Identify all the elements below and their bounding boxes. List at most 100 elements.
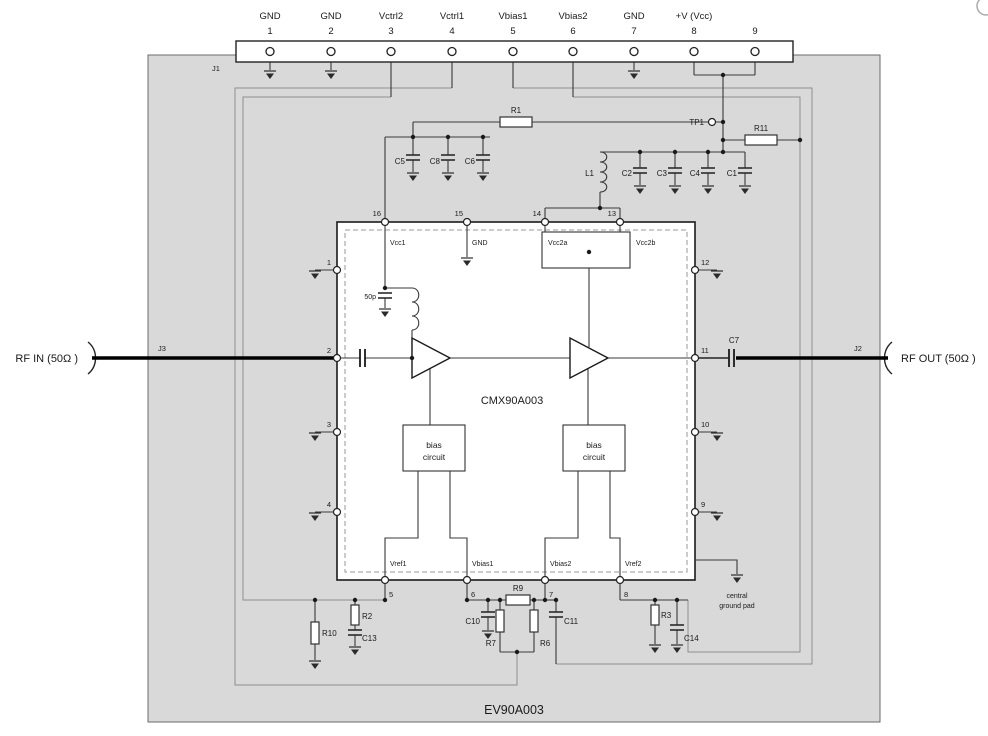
label-r10: R10 (322, 629, 337, 638)
supply-wires (384, 121, 800, 222)
resistor-r7 (495, 609, 505, 633)
corner-logo-remnant (976, 0, 988, 16)
label-l1: L1 (585, 169, 594, 178)
label-r1: R1 (511, 106, 522, 115)
pad-label-vcc1: Vcc1 (390, 240, 406, 247)
pin-num-7: 7 (549, 590, 553, 599)
label-r11: R11 (754, 124, 769, 133)
header-pin-num: 3 (388, 26, 393, 37)
pad-label-vcc2a: Vcc2a (548, 240, 568, 247)
label-c6: C6 (465, 157, 476, 166)
label-c14: C14 (684, 634, 699, 643)
rf-in-label: RF IN (50Ω ) (15, 353, 78, 365)
rf-out-label: RF OUT (50Ω ) (901, 353, 976, 365)
board-name: EV90A003 (484, 703, 544, 717)
bias1-line2: circuit (423, 452, 446, 462)
label-c2: C2 (622, 169, 633, 178)
ic-cmx90a003: bias circuit bias circuit CMX90A003 50p … (327, 209, 710, 599)
rf-path: RF IN (50Ω ) RF OUT (50Ω ) J3 J2 C7 (15, 336, 976, 375)
pad-label-vbias1: Vbias1 (472, 561, 494, 568)
header-pin-name: +V (Vcc) (676, 11, 713, 22)
header-pin-num: 9 (752, 26, 757, 37)
pin-num-14: 14 (533, 209, 541, 218)
header-pin-num: 1 (267, 26, 272, 37)
pin-num-2: 2 (327, 346, 331, 355)
resistor-r6 (529, 609, 539, 633)
pin-num-4: 4 (327, 500, 331, 509)
header-pin-num: 2 (328, 26, 333, 37)
pin-num-15: 15 (455, 209, 463, 218)
pin-num-11: 11 (701, 346, 709, 355)
pad-label-vcc2b: Vcc2b (636, 240, 656, 247)
header-pin-num: 4 (449, 26, 454, 37)
header-pin-name: GND (259, 11, 280, 22)
ic-internal-wires (337, 222, 695, 580)
label-c5: C5 (395, 157, 406, 166)
header-pin-name: GND (623, 11, 644, 22)
label-c11: C11 (564, 617, 579, 626)
label-c7: C7 (729, 336, 740, 345)
label-r9: R9 (513, 584, 524, 593)
header-pin-name: Vbias2 (558, 11, 587, 22)
ic-die-outline (344, 229, 688, 573)
label-j2: J2 (854, 344, 862, 353)
header-pin-num: 5 (510, 26, 515, 37)
label-r7: R7 (486, 639, 497, 648)
pad-label-vref2: Vref2 (625, 561, 642, 568)
pin-num-5: 5 (389, 590, 393, 599)
header-pin-name: GND (320, 11, 341, 22)
pin-num-13: 13 (608, 209, 616, 218)
resistor-r1 (499, 116, 533, 128)
header-pin-num: 6 (570, 26, 575, 37)
resistor-r2 (350, 604, 360, 626)
pad-label-gnd: GND (472, 240, 488, 247)
label-c8: C8 (430, 157, 441, 166)
label-c1: C1 (727, 169, 738, 178)
pin-num-16: 16 (373, 209, 381, 218)
label-j3: J3 (158, 344, 166, 353)
header-pin-num: 7 (631, 26, 636, 37)
pin-num-3: 3 (327, 420, 331, 429)
header-pin-wires (269, 62, 756, 152)
label-c4: C4 (690, 169, 701, 178)
header-pin-name: Vctrl2 (379, 11, 403, 22)
ic-name: CMX90A003 (481, 395, 543, 407)
bias2-line1: bias (586, 440, 602, 450)
connector-ref: J1 (212, 64, 220, 73)
pad-label-vref1: Vref1 (390, 561, 407, 568)
pin-num-1: 1 (327, 258, 331, 267)
testpoint-tp1 (707, 117, 717, 127)
resistor-r11 (744, 134, 778, 146)
amplifier-stage-2 (569, 336, 610, 380)
central-ground-pad-note-2: ground pad (719, 603, 755, 610)
bias1-line1: bias (426, 440, 442, 450)
header-pin-name: Vbias1 (498, 11, 527, 22)
resistor-r9 (505, 594, 531, 606)
pin-num-9: 9 (701, 500, 705, 509)
header-pin-num: 8 (691, 26, 696, 37)
label-c10: C10 (465, 617, 480, 626)
top-decoupling-network: R1 R11 TP1 C5 C8 C6 L1 C2 C3 C4 C1 (384, 106, 800, 222)
bias-circuit-1 (402, 424, 466, 472)
label-c13: C13 (362, 634, 377, 643)
pin-header-j1: GND GND Vctrl2 Vctrl1 Vbias1 Vbias2 GND … (212, 11, 794, 152)
label-r6: R6 (540, 639, 551, 648)
resistor-r3 (650, 604, 660, 626)
label-c3: C3 (657, 169, 668, 178)
pin-num-10: 10 (701, 420, 709, 429)
resistor-r10 (310, 621, 320, 645)
label-r3: R3 (661, 611, 672, 620)
pad-label-vbias2: Vbias2 (550, 561, 572, 568)
ic-outline (336, 221, 696, 581)
label-r2: R2 (362, 612, 373, 621)
central-ground-pad-note-1: central (726, 593, 747, 600)
label-tp1: TP1 (689, 118, 704, 127)
bias2-line2: circuit (583, 452, 606, 462)
pin-num-6: 6 (471, 590, 475, 599)
pin-num-8: 8 (624, 590, 628, 599)
bias-circuit-2 (562, 424, 626, 472)
vcc2-block (541, 231, 631, 269)
header-pin-name: Vctrl1 (440, 11, 464, 22)
